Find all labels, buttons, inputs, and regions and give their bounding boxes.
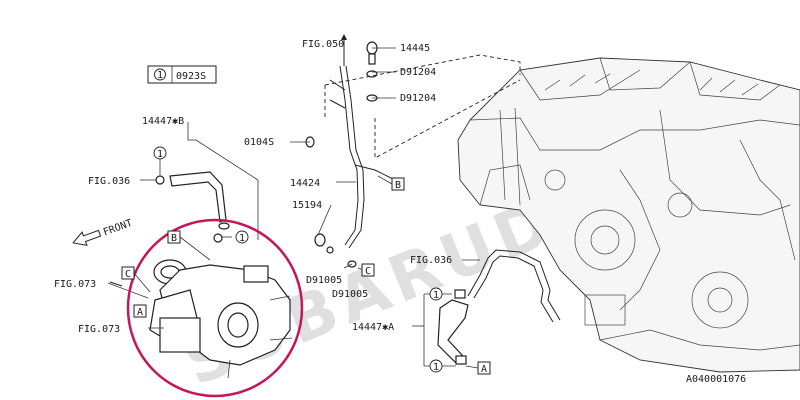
part-d91204-b: D91204: [400, 93, 436, 104]
callout-b-right: B: [395, 180, 401, 191]
callouts: B B C C A A: [121, 177, 491, 375]
fig-ref-exhaust-b: FIG.073: [78, 324, 120, 335]
fig-ref-oil-return: FIG.036: [410, 255, 452, 266]
part-14445: 14445: [400, 43, 430, 54]
circle-marker-2: 1: [239, 233, 245, 244]
assembly-reference-outline: [324, 54, 521, 159]
legend-marker-icon: [154, 68, 166, 81]
fig-ref-top: FIG.050: [302, 39, 344, 50]
circle-marker-4: 1: [433, 362, 439, 373]
part-14447b: 14447✱B: [142, 116, 184, 127]
callout-b-left: B: [171, 233, 177, 244]
leader-lines: [107, 34, 480, 369]
part-0104s: 0104S: [244, 137, 274, 148]
callout-c-left: C: [125, 269, 131, 280]
circle-marker-3: 1: [433, 290, 439, 301]
front-indicator: FRONT: [72, 218, 134, 246]
part-d91005-b: D91005: [332, 289, 368, 300]
legend-code: 0923S: [176, 71, 206, 82]
callout-a-right: A: [481, 364, 487, 375]
oil-return-hose-a: [437, 249, 561, 365]
turbocharger: [149, 233, 293, 379]
arrow-up-icon: [341, 34, 347, 40]
circle-marker-group: 1 1 1 1: [153, 146, 443, 373]
part-14447a: 14447✱A: [352, 322, 394, 333]
engine-block: [457, 57, 800, 373]
fig-ref-exhaust-a: FIG.073: [54, 279, 96, 290]
front-arrow-icon: [72, 229, 102, 246]
circle-marker-1: 1: [157, 149, 163, 160]
highlight-circle: [126, 218, 304, 398]
part-d91204-a: D91204: [400, 67, 436, 78]
callout-c-right: C: [365, 266, 371, 277]
part-labels: FIG.050 14445 D91204 D91204 14447✱B 0104…: [54, 39, 746, 385]
legend-marker: 1: [157, 70, 163, 81]
callout-a-left: A: [137, 307, 143, 318]
fig-ref-oil-feed: FIG.036: [88, 176, 130, 187]
part-15194: 15194: [292, 200, 322, 211]
front-label: FRONT: [102, 218, 134, 239]
diagram-code: A040001076: [686, 374, 746, 385]
oil-feed-pipe: [305, 41, 396, 268]
part-d91005-a: D91005: [306, 275, 342, 286]
oil-return-hose-b: [155, 171, 230, 230]
legend: 1 0923S: [147, 65, 217, 84]
part-14424: 14424: [290, 178, 320, 189]
